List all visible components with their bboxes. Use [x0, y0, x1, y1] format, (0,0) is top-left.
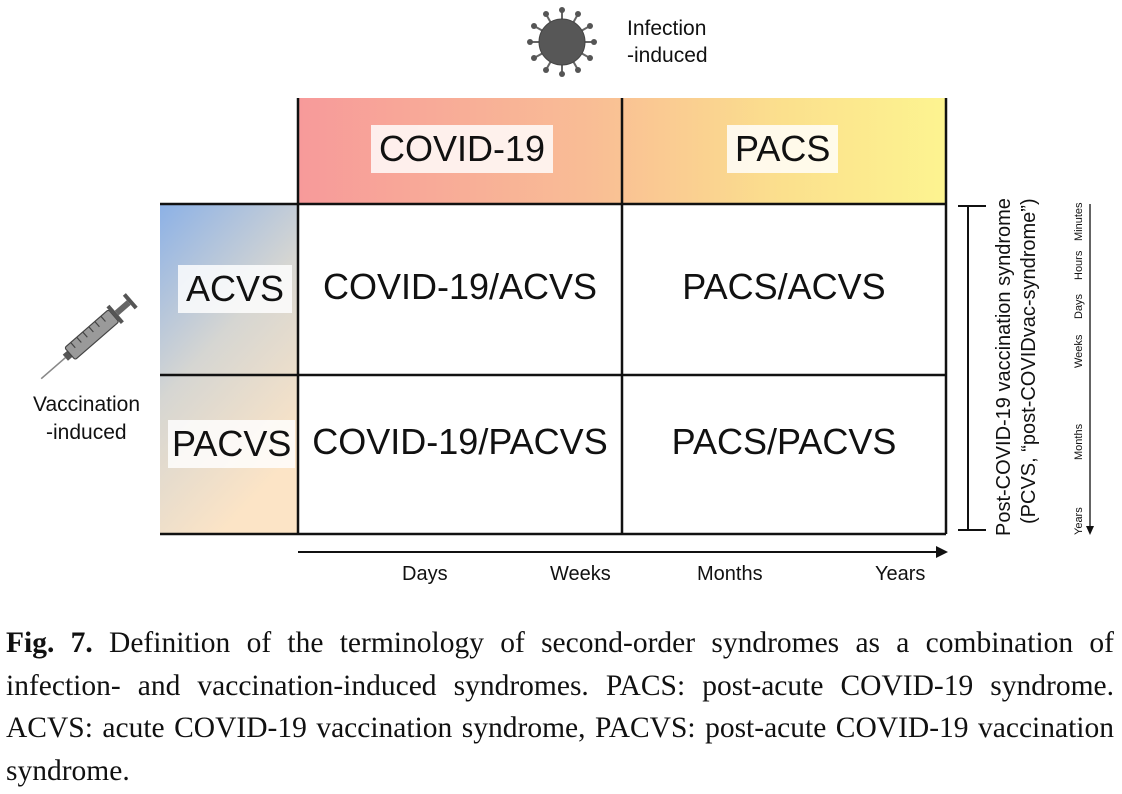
time-axis-arrow: [298, 546, 948, 558]
time-label-months: Months: [697, 563, 763, 585]
row-header-acvs: ACVS: [178, 265, 293, 313]
time-label-years: Years: [875, 563, 926, 585]
vaccination-label-line1: Vaccination: [33, 393, 141, 416]
vtime-label-hours: Hours: [1073, 250, 1085, 280]
caption-label: Fig. 7.: [6, 627, 93, 659]
time-label-weeks: Weeks: [550, 563, 611, 585]
figure-caption: Fig. 7. Definition of the terminology of…: [6, 622, 1114, 792]
cell-covid19-pacvs: COVID-19/PACVS: [312, 421, 608, 462]
time-label-days: Days: [402, 563, 448, 585]
column-header-pacs: PACS: [727, 125, 839, 173]
caption-text: Definition of the terminology of second-…: [6, 627, 1114, 787]
infection-label-line1: Infection: [627, 17, 707, 40]
vtime-label-days: Days: [1073, 293, 1085, 319]
cell-pacs-pacvs: PACS/PACVS: [671, 421, 897, 462]
pcvs-bracket: [958, 205, 986, 531]
vtime-label-years: Years: [1073, 507, 1085, 535]
row-header-pacvs: PACVS: [168, 420, 296, 468]
vaccination-row-band: [160, 204, 298, 534]
vaccination-label-line2: -induced: [46, 421, 127, 444]
cell-pacs-acvs: PACS/ACVS: [682, 266, 886, 307]
cell-covid19-acvs: COVID-19/ACVS: [322, 266, 598, 307]
syringe-icon: [40, 293, 138, 380]
column-header-covid19: COVID-19: [371, 125, 554, 173]
vtime-label-weeks: Weeks: [1073, 334, 1085, 368]
vertical-time-axis-arrow: [1086, 204, 1094, 535]
vtime-label-months: Months: [1073, 423, 1085, 460]
pcvs-label-line2: (PCVS, “post-COVIDvac-syndrome”): [1018, 198, 1040, 524]
pcvs-label-line1: Post-COVID-19 vaccination syndrome: [993, 198, 1015, 536]
vtime-label-minutes: Minutes: [1073, 202, 1085, 241]
infection-label-line2: -induced: [627, 44, 708, 67]
virus-icon: [527, 7, 597, 77]
